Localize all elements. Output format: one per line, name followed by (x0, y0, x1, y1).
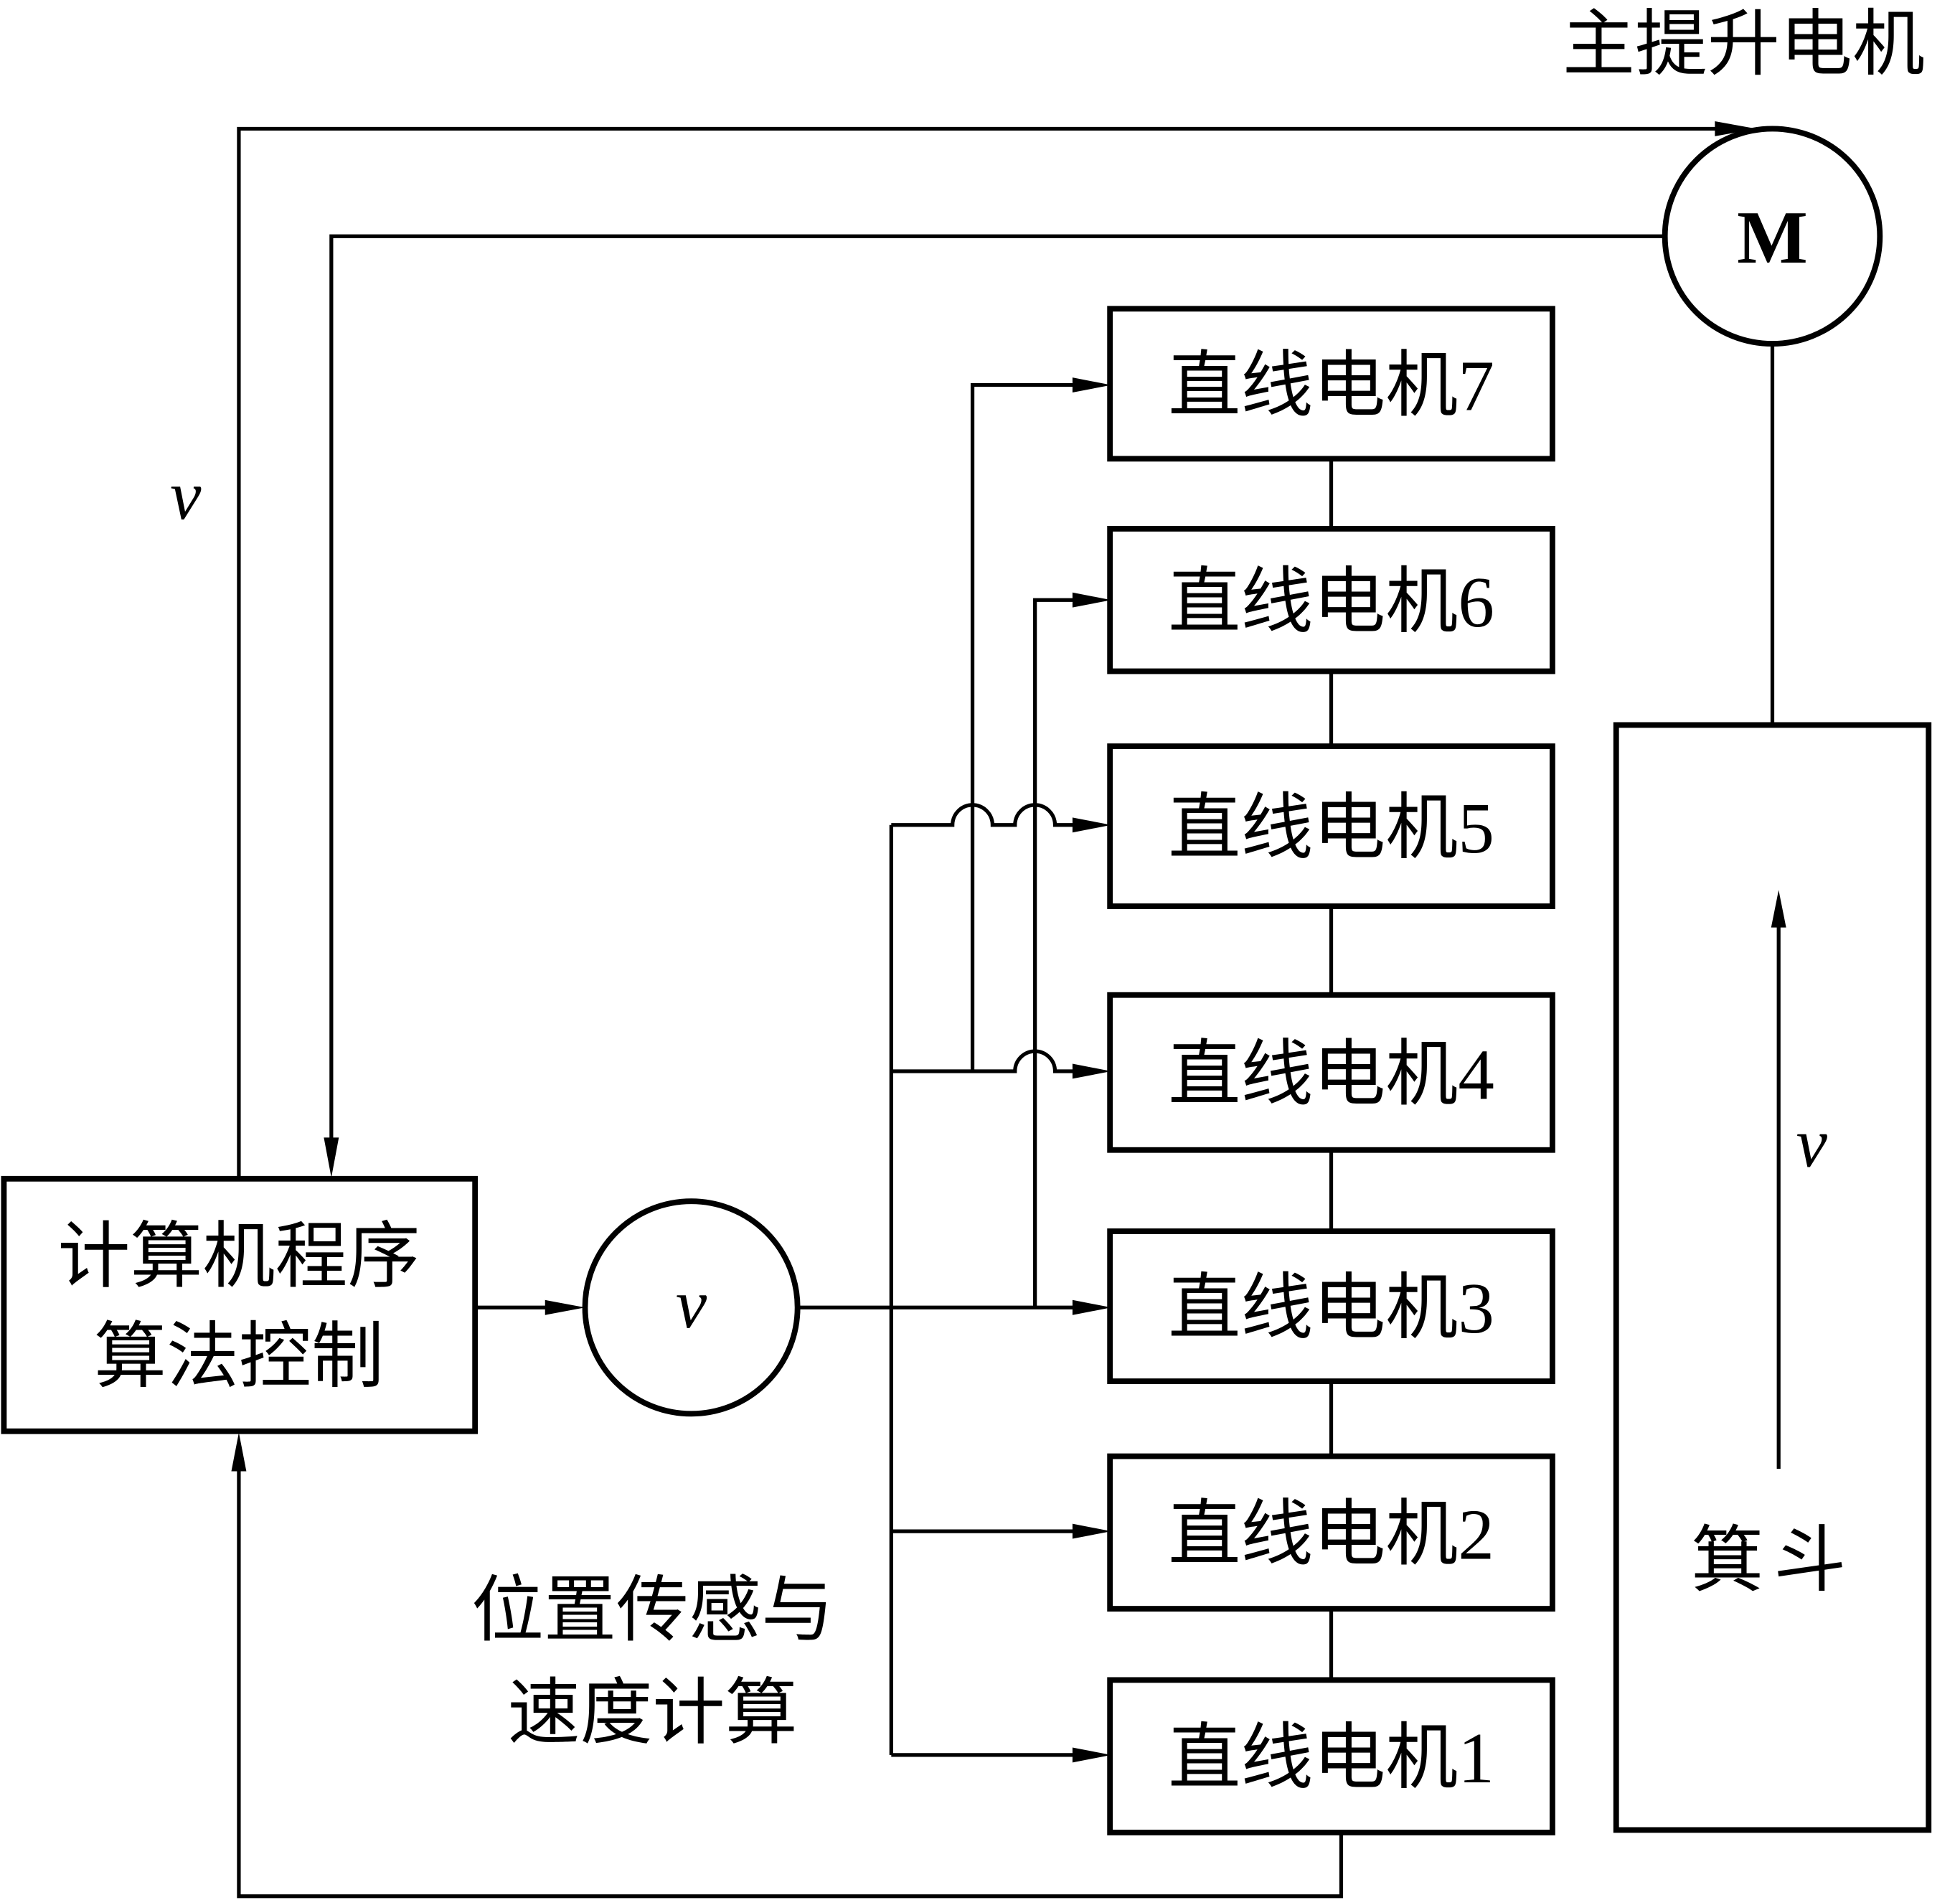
command-line-to-motor (237, 126, 1744, 1179)
speed-node-symbol: v (676, 1266, 707, 1343)
arrowhead-motor7 (1072, 377, 1111, 393)
arrowhead-motor2 (1072, 1523, 1111, 1539)
linear-motor-4-label: 直线电机4 (1168, 1034, 1494, 1114)
linear-motor-stack: 直线电机7 直线电机6 直线电机5 直线电机4 直线电机3 直线电机2 直线电机… (1107, 306, 1555, 1835)
arrowhead-motor3 (1072, 1299, 1111, 1315)
arrowhead-to-controller (324, 1137, 339, 1178)
linear-motor-6-box (1107, 525, 1555, 674)
linear-motor-7-label: 直线电机7 (1168, 345, 1494, 425)
linear-motor-5-label: 直线电机5 (1168, 788, 1494, 868)
linear-motor-7-box (1107, 306, 1555, 462)
linear-motor-4-box (1107, 992, 1555, 1153)
skip-label: 箕斗 (1691, 1518, 1856, 1602)
branch-motor4 (891, 1049, 1090, 1073)
arrowhead-motor1 (1072, 1747, 1111, 1763)
skip-velocity-label: v (1796, 1104, 1828, 1182)
arrowhead-to-motor (1715, 121, 1756, 136)
branch-motor7 (970, 382, 1090, 1071)
linear-motor-2-label: 直线电机2 (1168, 1494, 1494, 1574)
command-velocity-label: v (170, 457, 202, 535)
arrowhead-motor6 (1072, 592, 1111, 608)
position-feedback-line (237, 1449, 1344, 1899)
linear-motor-6-label: 直线电机6 (1168, 562, 1494, 642)
linear-motor-3-box (1107, 1228, 1555, 1384)
linear-motor-3-label: 直线电机3 (1168, 1268, 1494, 1348)
linear-motor-1-box (1107, 1677, 1555, 1835)
sensor-label-line2: 速度计算 (507, 1670, 797, 1755)
arrowhead-feedback-to-controller (231, 1432, 247, 1472)
sensor-label-line1: 位置传感与 (471, 1568, 834, 1652)
skip-velocity-arrowhead (1771, 890, 1786, 928)
linear-motor-2-box (1107, 1453, 1555, 1612)
branch-motor6 (1033, 598, 1090, 1308)
branch-motor5 (891, 803, 1090, 827)
skip-box (1613, 722, 1932, 1833)
controller-label-line1: 计算机程序 (57, 1214, 420, 1299)
motor-feedback-line (329, 234, 1665, 1163)
arrowhead-motor5 (1072, 817, 1111, 833)
main-motor-title: 主提升电机 (1563, 1, 1925, 86)
main-motor-symbol: M (1737, 196, 1808, 279)
arrowhead-to-speed-node (545, 1299, 585, 1315)
arrowhead-motor4 (1072, 1063, 1111, 1079)
linear-motor-5-box (1107, 743, 1555, 909)
controller-box (1, 1175, 479, 1434)
controller-label-line2: 算法控制 (94, 1314, 384, 1398)
linear-motor-1-label: 直线电机1 (1168, 1718, 1494, 1798)
